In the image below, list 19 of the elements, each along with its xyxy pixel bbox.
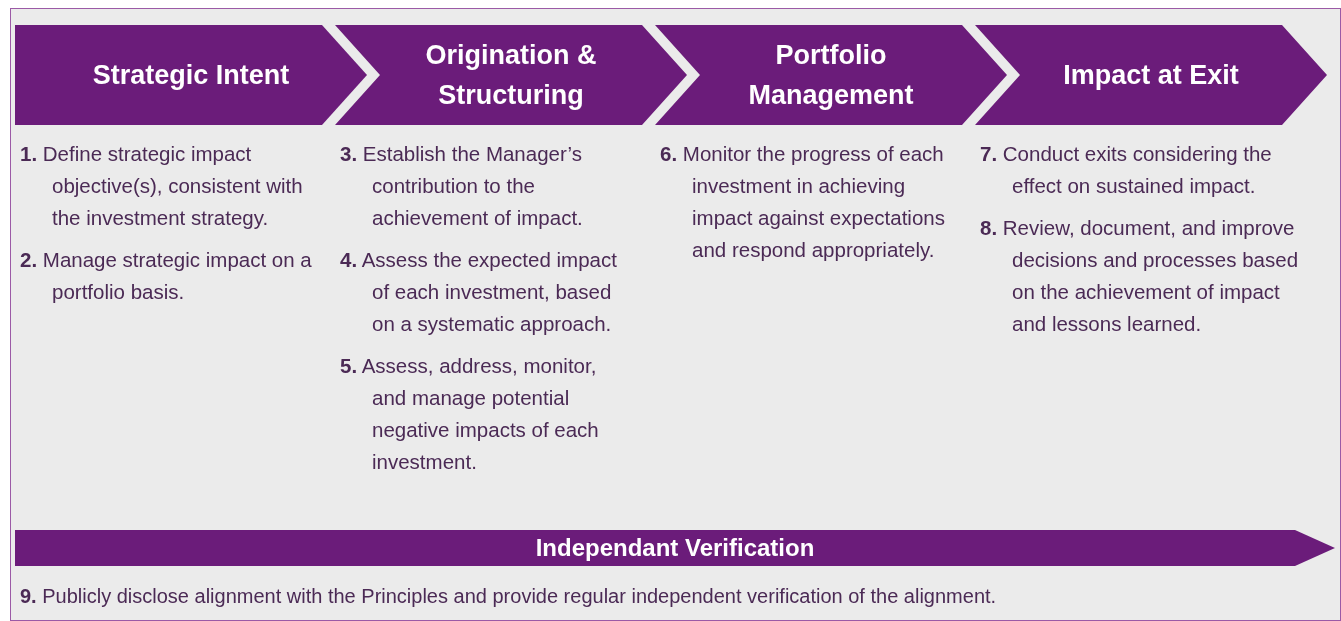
principle-text: 1. Define strategic impact objective(s), consistent with the investment strategy. [20,141,304,231]
principle-text: 3. Establish the Manager’s contribution to the achievement of impact. [340,141,584,231]
principle-text: 4. Assess the expected impact of each investment, based on a systematic approach. [340,247,618,337]
chevron-stage [15,25,367,125]
principle-text: 2. Manage strategic impact on a portfolio basis. [20,247,312,305]
stage-title: Strategic Intent [92,59,290,92]
band-title: Independant Verification [535,533,815,563]
principle-text: 5. Assess, address, monitor, and manage potential negative impacts of each investment. [340,353,600,475]
stage-title: Origination & Structuring [424,39,598,112]
stage-title: Impact at Exit [1063,59,1239,92]
chevron-stage [335,25,687,125]
chevron-stage [655,25,1007,125]
principle-text: 8. Review, document, and improve decisions and processes based on the achievement of impact and lessons learned. [980,215,1300,337]
chevron-stage [975,25,1327,125]
verification-band [15,530,1335,566]
principle-text: 6. Monitor the progress of each investment in achieving impact against expectations and respond appropriately. [660,141,946,263]
principle-text: 9. Publicly disclose alignment with the Principles and provide regular independent verification of the alignment. [20,584,997,609]
stage-title: Portfolio Management [747,39,915,112]
principle-text: 7. Conduct exits considering the effect on sustained impact. [980,141,1273,199]
